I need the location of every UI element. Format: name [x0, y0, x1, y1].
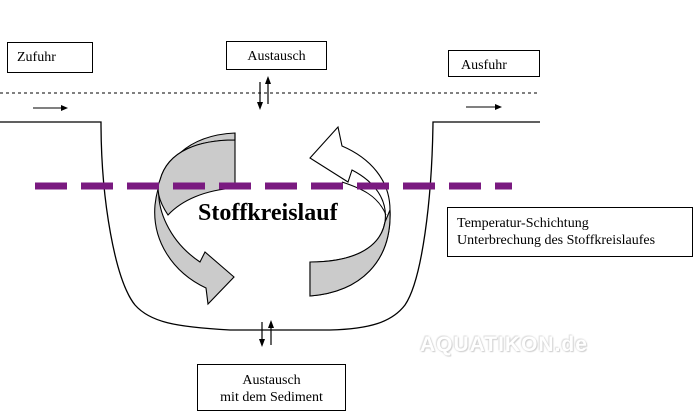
- watermark-logo: AQUATIKON.de: [420, 333, 588, 356]
- surface-exchange-label: Austausch: [247, 49, 306, 64]
- stratification-label-box: Temperatur-Schichtung Unterbrechung des …: [447, 207, 693, 257]
- nutrient-cycle-label: Stoffkreislauf: [198, 200, 338, 226]
- stratification-label-line2: Unterbrechung des Stoffkreislaufes: [457, 233, 656, 248]
- stratification-label-line1: Temperatur-Schichtung: [457, 216, 589, 231]
- inflow-label: Zufuhr: [17, 50, 56, 65]
- sediment-exchange-label-line1: Austausch: [242, 373, 301, 388]
- sediment-exchange-arrows: [259, 320, 274, 347]
- cycle-arrow-right-inner-edge: [341, 181, 387, 216]
- cycle-arrow-right-band: [309, 209, 391, 297]
- sediment-exchange-label-line2: mit dem Sediment: [220, 390, 323, 405]
- outflow-arrow: [466, 104, 502, 110]
- inflow-arrow: [33, 105, 68, 111]
- lake-basin: [0, 121, 540, 331]
- surface-exchange-label-box: Austausch: [226, 41, 327, 70]
- cycle-arrow-left-band: [157, 133, 236, 216]
- outflow-label: Ausfuhr: [461, 58, 507, 73]
- sediment-exchange-label-box: Austausch mit dem Sediment: [197, 364, 346, 411]
- surface-exchange-arrows: [257, 76, 271, 110]
- outflow-label-box: Ausfuhr: [448, 50, 540, 77]
- inflow-label-box: Zufuhr: [7, 42, 93, 73]
